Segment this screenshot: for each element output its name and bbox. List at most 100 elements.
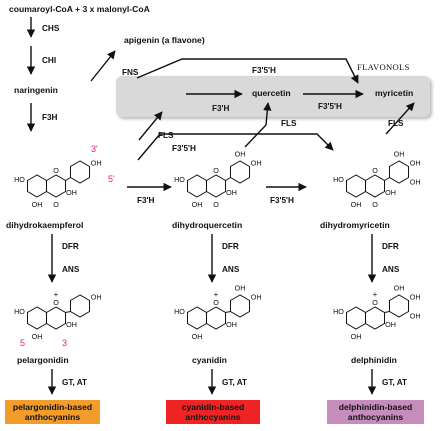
dhm-boh-1: OH xyxy=(410,159,421,168)
dihydromyricetin-label: dihydromyricetin xyxy=(320,220,390,230)
quercetin-label: quercetin xyxy=(252,88,291,98)
pel-charge: + xyxy=(54,290,59,299)
pel-oh-7: HO xyxy=(14,307,25,316)
product-box-cyanidin: cyanidin-based anthocyanins xyxy=(166,400,260,424)
dhk-oh-5: OH xyxy=(32,200,43,209)
product-label-pelargonidin: pelargonidin-based anthocyanins xyxy=(12,402,93,422)
dhq-ring-a xyxy=(186,174,208,198)
pel-ring-a xyxy=(26,306,48,330)
position-3: 3 xyxy=(62,338,67,348)
enzyme-fns: FNS xyxy=(122,68,139,77)
dhm-boh-0: OH xyxy=(394,149,405,158)
enzyme-f35-top: F3'5'H xyxy=(252,66,276,75)
del-ring-o: O xyxy=(372,298,378,307)
dhq-ring-b xyxy=(229,160,251,184)
dhq-oh-5: OH xyxy=(192,200,203,209)
position-3prime: 3' xyxy=(91,144,98,154)
enzyme-f3p-band: F3'H xyxy=(212,104,230,113)
del-ring-b xyxy=(388,294,410,318)
enzyme-fls-left: FLS xyxy=(158,131,174,140)
enzyme-ans-mid: ANS xyxy=(222,265,240,274)
dhm-ring-a xyxy=(345,174,367,198)
start-label: coumaroyl-CoA + 3 x malonyl-CoA xyxy=(9,4,150,14)
position-5: 5 xyxy=(20,338,25,348)
dhm-ring-c xyxy=(364,174,386,198)
dhq-bond-cb xyxy=(225,177,231,181)
dhq-ring-c xyxy=(205,174,227,198)
enzyme-fls-mid: FLS xyxy=(281,119,297,128)
dhq-keto: O xyxy=(213,200,219,209)
dhm-oh-7: HO xyxy=(333,175,344,184)
dhk-ring-c xyxy=(45,174,67,198)
enzyme-dfr-mid: DFR xyxy=(222,242,239,251)
cyanidin-label: cyanidin xyxy=(192,355,227,365)
enzyme-f35-long: F3'5'H xyxy=(172,144,196,153)
del-boh-1: OH xyxy=(410,293,421,302)
enzyme-ans-left: ANS xyxy=(62,265,80,274)
enzyme-f3h-top: F3H xyxy=(42,113,58,122)
dhk-keto: O xyxy=(53,200,59,209)
del-ring-a xyxy=(345,306,367,330)
del-oh-3: OH xyxy=(385,320,396,329)
dihydrokaempferol-label: dihydrokaempferol xyxy=(6,220,83,230)
delphinidin-label: delphinidin xyxy=(351,355,397,365)
arrow-fls-right xyxy=(385,102,415,135)
enzyme-fls-right: FLS xyxy=(388,119,404,128)
pel-oh-3: OH xyxy=(66,320,77,329)
dhk-boh-0: OH xyxy=(91,159,102,168)
enzyme-dfr-left: DFR xyxy=(62,242,79,251)
dhm-bond-cb xyxy=(384,177,390,181)
dhq-boh-1: OH xyxy=(251,159,262,168)
pel-ring-b xyxy=(69,294,91,318)
enzyme-f35-dhq: F3'5'H xyxy=(270,196,294,205)
enzyme-gtat-left: GT, AT xyxy=(62,378,87,387)
arrow-f35-top xyxy=(136,58,359,84)
pel-boh-0: OH xyxy=(91,293,102,302)
del-boh-2: OH xyxy=(410,311,421,320)
dhq-ring-o: O xyxy=(213,166,219,175)
dhk-oh-7: HO xyxy=(14,175,25,184)
dhk-ring-o: O xyxy=(53,166,59,175)
cya-ring-c xyxy=(205,306,227,330)
cya-oh-7: HO xyxy=(174,307,185,316)
structures: HO OH O OH O OH HO OH O OH O OH OH HO OH O OH O OH OH OH HO OH… xyxy=(14,149,420,341)
naringenin-label: naringenin xyxy=(14,85,58,95)
dhm-oh-5: OH xyxy=(351,200,362,209)
pel-bond-cb xyxy=(65,311,71,313)
arrow-f35-long xyxy=(137,133,334,161)
pel-oh-5: OH xyxy=(32,332,43,341)
del-boh-0: OH xyxy=(394,283,405,292)
dhm-ring-o: O xyxy=(372,166,378,175)
pelargonidin-label: pelargonidin xyxy=(17,355,69,365)
cya-boh-0: OH xyxy=(235,283,246,292)
pel-ring-c xyxy=(45,306,67,330)
enzyme-chs: CHS xyxy=(42,24,60,33)
enzyme-dfr-right: DFR xyxy=(382,242,399,251)
enzyme-ans-right: ANS xyxy=(382,265,400,274)
product-label-cyanidin: cyanidin-based anthocyanins xyxy=(181,402,245,422)
enzyme-f35-band: F3'5'H xyxy=(318,102,342,111)
dhm-keto: O xyxy=(372,200,378,209)
cya-ring-b xyxy=(229,294,251,318)
cya-charge: + xyxy=(214,290,219,299)
dhk-ring-a xyxy=(26,174,48,198)
myricetin-label: myricetin xyxy=(375,88,413,98)
dhq-boh-0: OH xyxy=(235,149,246,158)
cya-bond-cb xyxy=(225,311,231,313)
dhm-oh-3: OH xyxy=(385,188,396,197)
product-label-delphinidin: delphinidin-based anthocyanins xyxy=(338,402,413,422)
flavonols-label: FLAVONOLS xyxy=(357,62,410,72)
enzyme-chi: CHI xyxy=(42,56,56,65)
del-ring-c xyxy=(364,306,386,330)
del-charge: + xyxy=(373,290,378,299)
cya-ring-o: O xyxy=(213,298,219,307)
product-box-pelargonidin: pelargonidin-based anthocyanins xyxy=(5,400,100,424)
cya-oh-5: OH xyxy=(192,332,203,341)
arrow-fns xyxy=(90,50,116,82)
enzyme-gtat-mid: GT, AT xyxy=(222,378,247,387)
cya-boh-1: OH xyxy=(251,293,262,302)
dhm-ring-b xyxy=(388,160,410,184)
enzyme-gtat-right: GT, AT xyxy=(382,378,407,387)
apigenin-label: apigenin (a flavone) xyxy=(124,35,205,45)
